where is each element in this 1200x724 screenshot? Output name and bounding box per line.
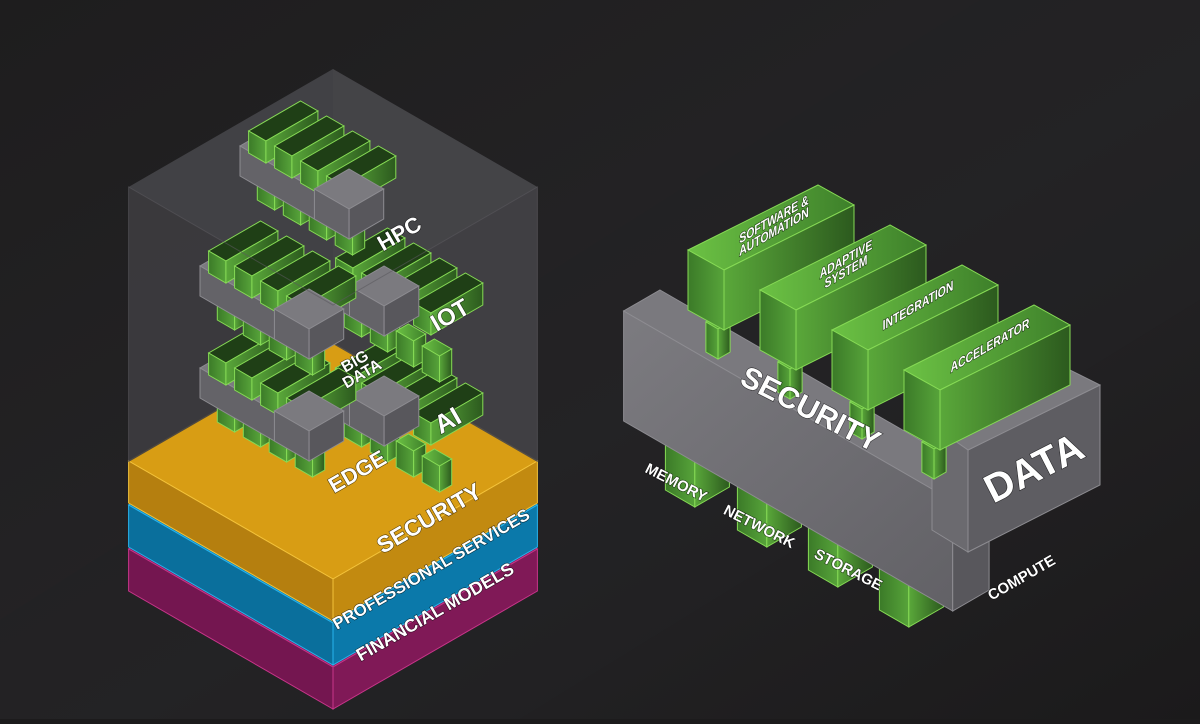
box-front-face bbox=[706, 322, 718, 359]
box-front-face bbox=[922, 442, 934, 479]
